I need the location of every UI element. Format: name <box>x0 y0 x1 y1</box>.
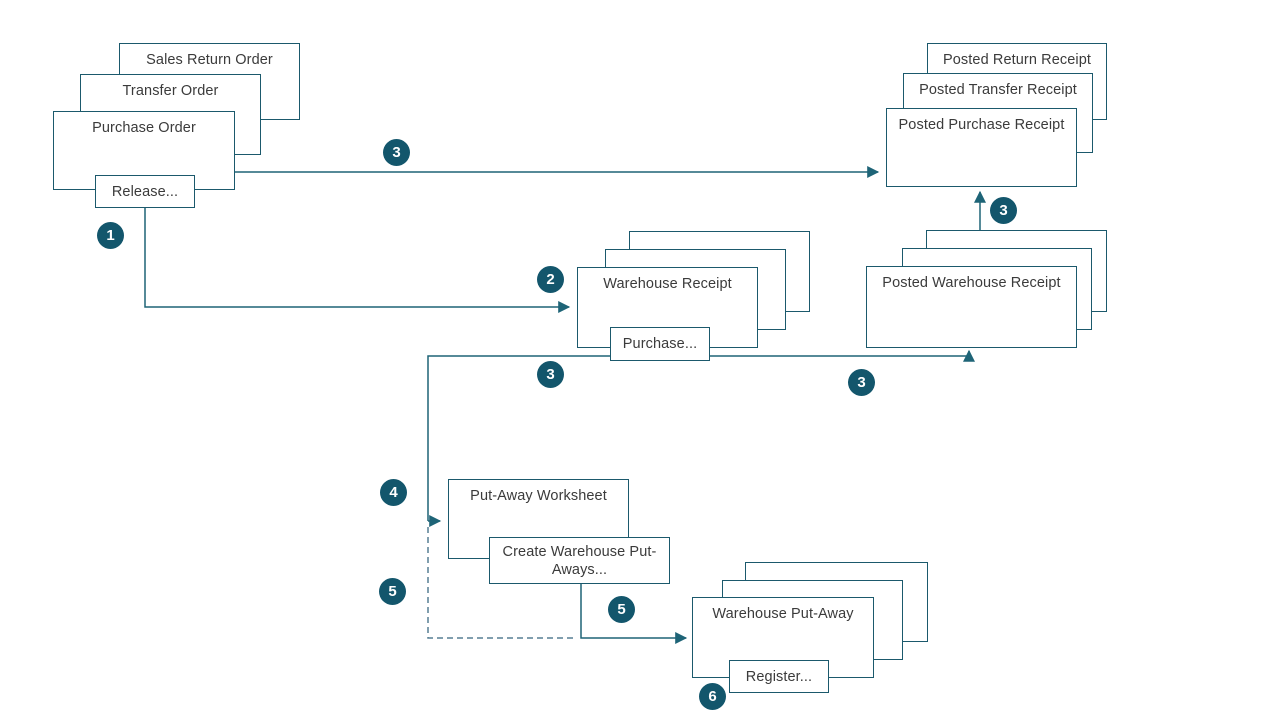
step-badge-5-dashed: 5 <box>379 578 406 605</box>
step-badge-3-posted-receipt: 3 <box>990 197 1017 224</box>
register-action-box: Register... <box>729 660 829 693</box>
dashed-line-worksheet-to-put-away <box>427 527 577 639</box>
step-badge-4: 4 <box>380 479 407 506</box>
arrow-release-to-warehouse-receipt <box>144 208 571 313</box>
step-badge-6: 6 <box>699 683 726 710</box>
line-post-split <box>427 355 969 521</box>
step-badge-3-post-right: 3 <box>848 369 875 396</box>
step-badge-2: 2 <box>537 266 564 293</box>
purchase-action-box: Purchase... <box>610 327 710 361</box>
release-action-box: Release... <box>95 175 195 208</box>
box-posted-warehouse-receipt: Posted Warehouse Receipt <box>866 266 1077 348</box>
step-badge-3-post-left: 3 <box>537 361 564 388</box>
arrow-create-putaways-to-warehouse-put-away <box>580 584 688 644</box>
step-badge-3-order-post: 3 <box>383 139 410 166</box>
step-badge-5-create: 5 <box>608 596 635 623</box>
create-warehouse-put-aways-action-box: Create Warehouse Put-Aways... <box>489 537 670 584</box>
box-posted-purchase-receipt: Posted Purchase Receipt <box>886 108 1077 187</box>
step-badge-1: 1 <box>97 222 124 249</box>
